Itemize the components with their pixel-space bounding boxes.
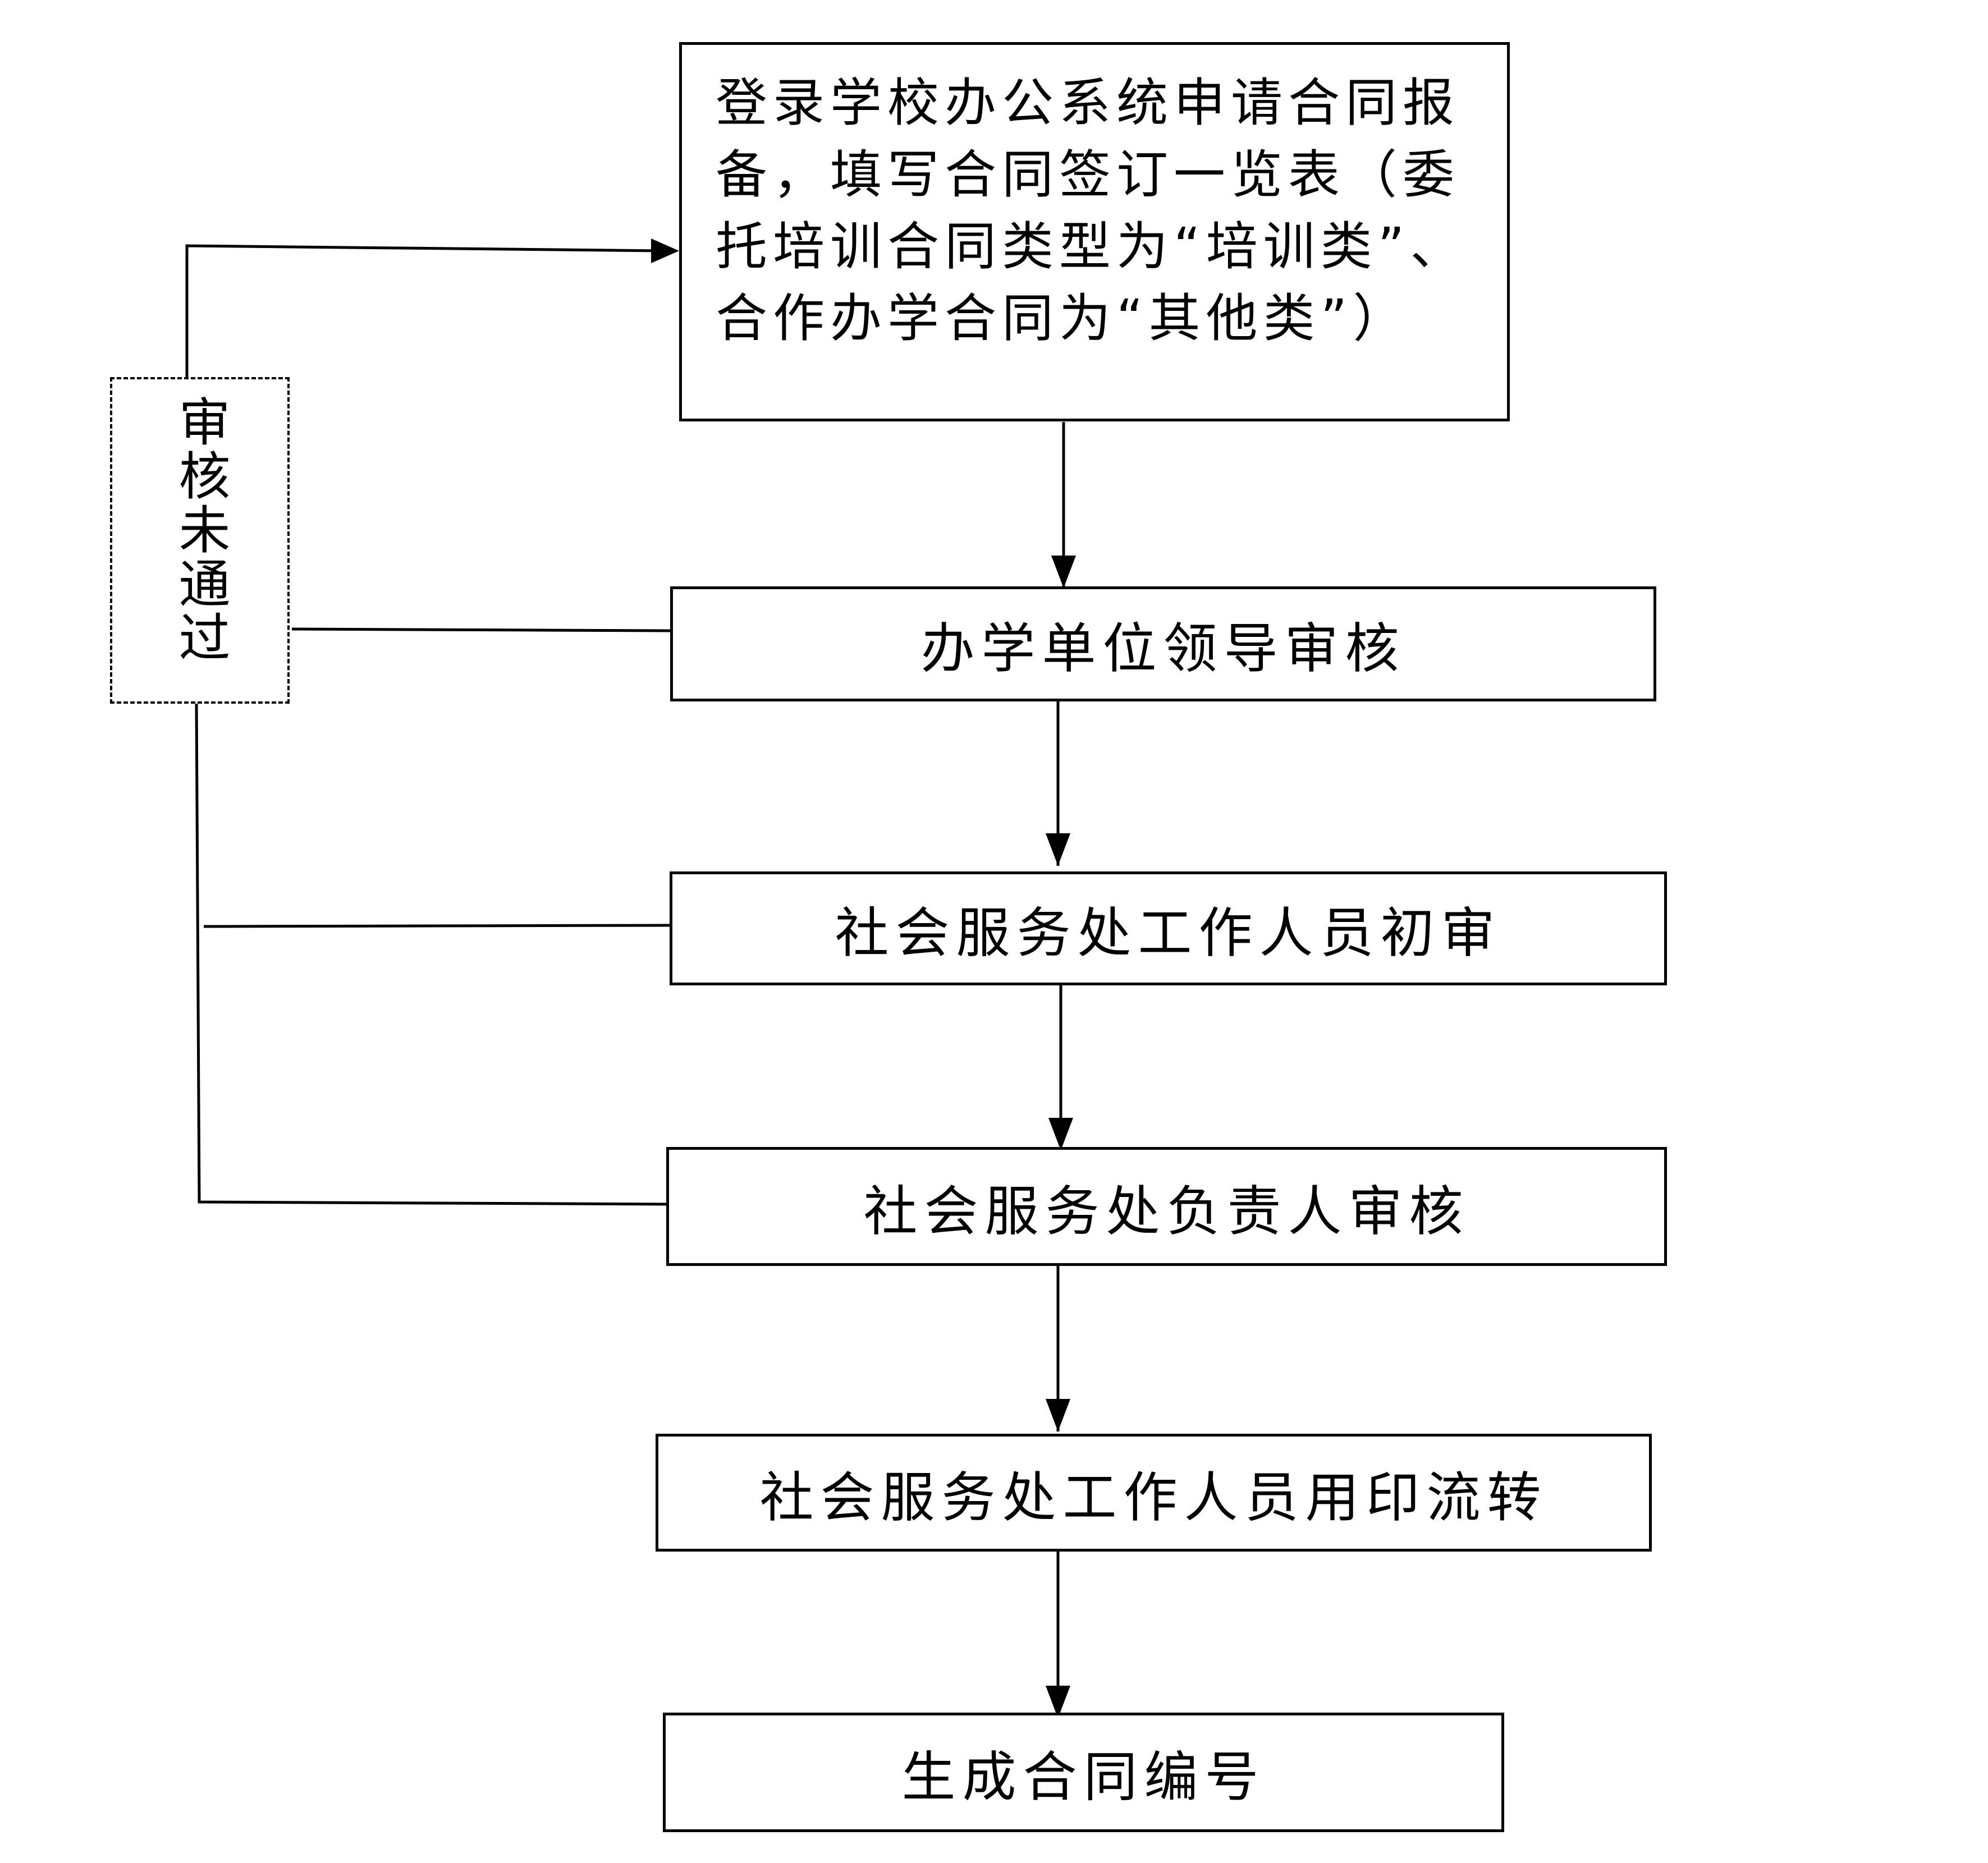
step-seal-circulation: 社会服务处工作人员用印流转 <box>656 1434 1652 1552</box>
step-login-and-apply: 登录学校办公系统申请合同报备，填写合同签订一览表（委托培训合同类型为“培训类”、… <box>679 42 1510 421</box>
step-label: 社会服务处工作人员初审 <box>835 902 1502 965</box>
step-unit-leader-review: 办学单位领导审核 <box>670 586 1656 701</box>
arrowhead-step4 <box>1048 1118 1073 1150</box>
arrowhead-step6 <box>1046 1686 1070 1718</box>
step-label: 社会服务处负责人审核 <box>863 1180 1470 1243</box>
reject-label: 审核未通过 <box>170 395 230 664</box>
step-staff-initial-review: 社会服务处工作人员初审 <box>670 871 1667 985</box>
reject-line-from-step3-step4 <box>195 703 670 1206</box>
reject-line-from-step2 <box>291 627 671 632</box>
step-label: 登录学校办公系统申请合同报备，填写合同签订一览表（委托培训合同类型为“培训类”、… <box>716 73 1468 348</box>
arrowhead-step5 <box>1046 1399 1070 1431</box>
step-label: 生成合同编号 <box>901 1746 1266 1809</box>
step-director-review: 社会服务处负责人审核 <box>666 1147 1667 1266</box>
reject-note-box: 审核未通过 <box>110 377 290 704</box>
arrowhead-step3 <box>1046 833 1070 866</box>
step-label: 社会服务处工作人员用印流转 <box>759 1466 1548 1529</box>
reject-return-line <box>185 244 665 377</box>
step-label: 办学单位领导审核 <box>920 617 1406 680</box>
arrowhead-step2 <box>1051 556 1076 588</box>
reject-line-from-step3 <box>203 924 671 928</box>
arrowhead-return-step1 <box>651 238 679 263</box>
step-generate-contract-number: 生成合同编号 <box>663 1713 1504 1832</box>
